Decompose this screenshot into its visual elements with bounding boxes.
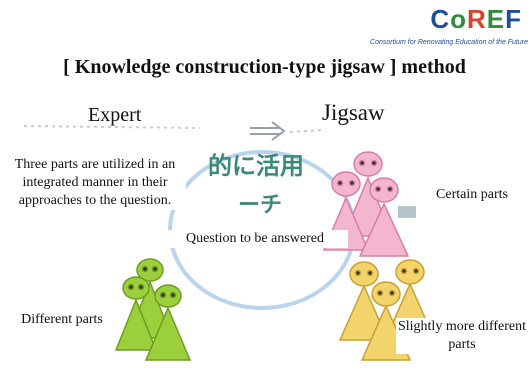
pink-figure-group xyxy=(322,151,410,257)
pink-figure xyxy=(358,177,410,257)
logo-tagline: Consortium for Renovating Education of t… xyxy=(370,39,528,46)
different-parts-label: Different parts xyxy=(10,311,114,329)
right-arrow-icon xyxy=(250,121,286,141)
certain-parts-label: Certain parts xyxy=(418,186,526,204)
coref-logo: CoREF Consortium for Renovating Educatio… xyxy=(370,2,528,50)
dotted-divider-right xyxy=(289,129,323,133)
expert-header: Expert xyxy=(88,104,142,126)
green-figure-group xyxy=(114,258,192,361)
dotted-divider xyxy=(23,125,201,129)
japanese-bg-text: 的に活用 xyxy=(208,152,304,180)
jigsaw-header: Jigsaw xyxy=(322,100,385,125)
logo-wordmark: CoREF xyxy=(430,4,522,34)
japanese-bg-text-2: ーチ xyxy=(238,193,282,218)
yellow-figure xyxy=(338,261,390,341)
slightly-more-label: Slightly more different parts xyxy=(396,318,528,354)
question-label: Question to be answered xyxy=(162,230,348,248)
bg-fragment xyxy=(398,206,416,218)
green-figure xyxy=(114,276,158,351)
three-parts-label: Three parts are utilized in an integrate… xyxy=(4,156,186,210)
page-title: [ Knowledge construction-type jigsaw ] m… xyxy=(63,56,466,78)
green-figure xyxy=(144,284,192,361)
